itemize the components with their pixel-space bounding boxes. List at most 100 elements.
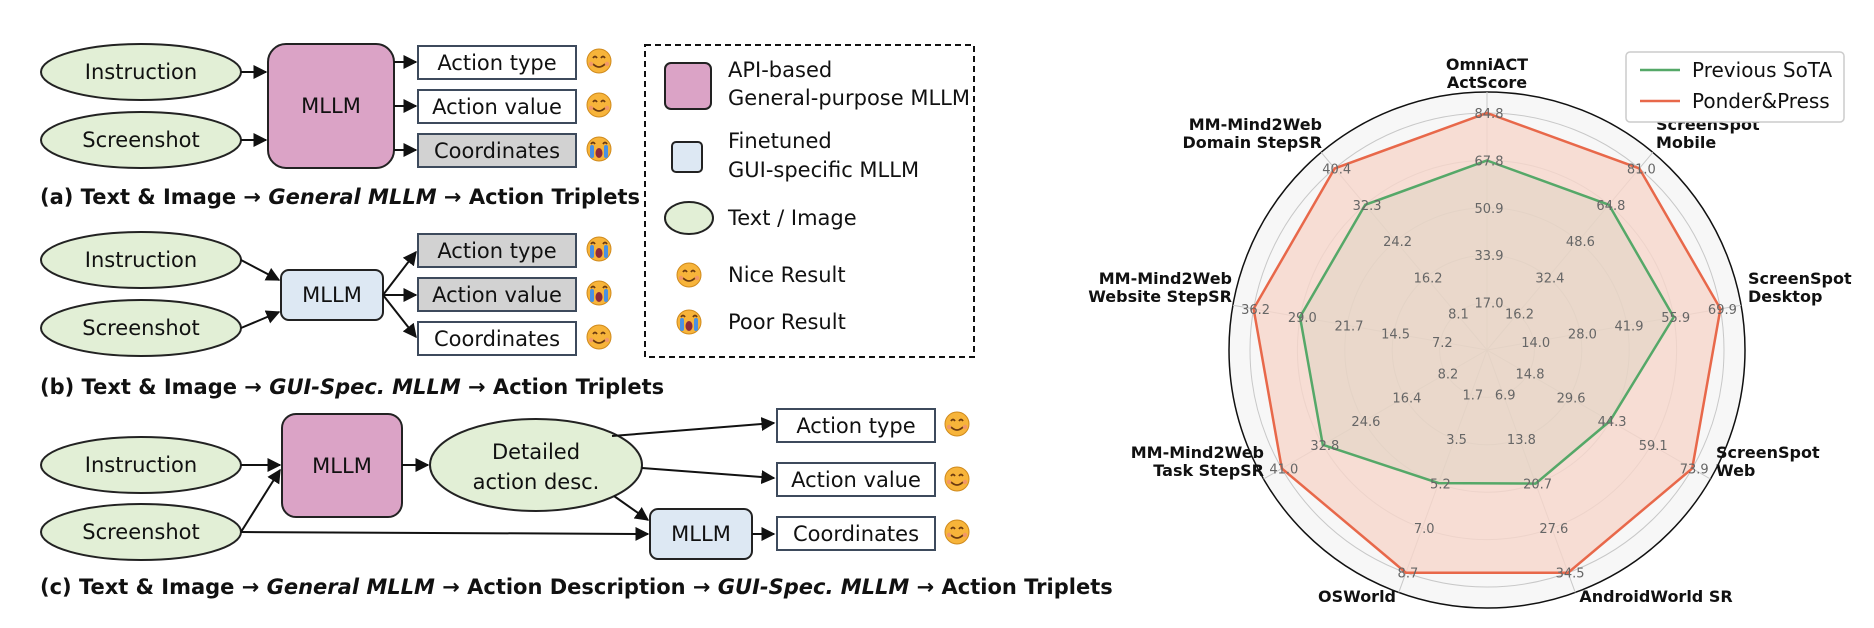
radar-axis-label: Website StepSR	[1088, 287, 1232, 306]
panel-a: Instruction Screenshot MLLM Action type …	[40, 43, 640, 209]
radar-tick-label: 17.0	[1475, 297, 1504, 312]
radar-tick-label: 21.7	[1335, 319, 1364, 334]
radar-tick-label: 29.6	[1557, 391, 1586, 406]
action-type-label: Action type	[796, 414, 915, 438]
radar-tick-label: 8.1	[1448, 308, 1469, 323]
caption-c: (c) Text & Image → General MLLM → Action…	[40, 575, 1113, 599]
radar-axis-label: Task StepSR	[1153, 461, 1264, 480]
radar-tick-label: 55.9	[1661, 311, 1690, 326]
action-type-box	[417, 45, 577, 80]
radar-tick-label: 16.2	[1505, 308, 1534, 323]
radar-tick-label: 44.3	[1598, 415, 1627, 430]
gui-specific-mllm-label: MLLM	[671, 522, 731, 546]
text-image-legend-label: Text / Image	[727, 206, 857, 230]
radar-tick-label: 59.1	[1639, 439, 1668, 454]
finetuned-mllm-legend-label: GUI-specific MLLM	[728, 158, 919, 182]
caption-b: (b) Text & Image → GUI-Spec. MLLM → Acti…	[40, 375, 664, 399]
radar-tick-label: 24.2	[1383, 235, 1412, 250]
text-image-swatch	[664, 201, 714, 235]
radar-tick-label: 50.9	[1475, 202, 1504, 217]
radar-legend-frame	[1625, 51, 1845, 123]
radar-tick-label: 8.2	[1438, 368, 1459, 383]
nice-result-legend-label: Nice Result	[728, 263, 846, 287]
ponder-press-line	[1252, 111, 1722, 574]
radar-tick-label: 13.8	[1507, 433, 1536, 448]
action-type-box	[776, 408, 936, 443]
radar-tick-label: 48.6	[1566, 235, 1595, 250]
nice-result-icon	[944, 519, 970, 545]
arrow	[240, 468, 281, 533]
gui-specific-mllm-label: MLLM	[302, 283, 362, 307]
radar-tick-label: 7.0	[1414, 522, 1435, 537]
radar-tick-label: 29.0	[1288, 311, 1317, 326]
radar-axis-label: Domain StepSR	[1182, 133, 1322, 152]
general-mllm-label: MLLM	[301, 94, 361, 118]
legend-border	[644, 44, 975, 358]
arrow	[382, 294, 417, 339]
radar-tick-label: 6.9	[1495, 389, 1516, 404]
action-value-label: Action value	[432, 95, 562, 119]
radar-axis-label: MM-Mind2Web	[1131, 443, 1264, 462]
arrow	[240, 259, 281, 281]
arrow	[240, 310, 281, 329]
radar-tick-label: 67.8	[1475, 154, 1504, 169]
api-mllm-legend-label: API-based	[728, 58, 832, 82]
radar-tick-label: 14.0	[1521, 336, 1550, 351]
api-mllm-legend-label: General-purpose MLLM	[728, 86, 970, 110]
radar-axis-label: Mobile	[1656, 133, 1716, 152]
screenshot-label: Screenshot	[82, 316, 200, 340]
action-type-box	[417, 233, 577, 268]
detailed-action-desc-label: action desc.	[473, 470, 600, 494]
radar-chart: 17.033.950.967.884.816.232.448.664.881.0…	[1088, 55, 1852, 609]
action-value-box	[776, 462, 936, 497]
finetuned-mllm-swatch	[671, 141, 703, 173]
radar-tick-label: 28.0	[1568, 328, 1597, 343]
radar-axis-label: ScreenSpot	[1748, 269, 1852, 288]
coordinates-label: Coordinates	[434, 139, 560, 163]
nice-result-icon	[586, 48, 612, 74]
panel-b: Instruction Screenshot MLLM Action type …	[40, 231, 664, 399]
radar-tick-label: 27.6	[1539, 522, 1568, 537]
arrow	[641, 467, 776, 485]
screenshot-label: Screenshot	[82, 128, 200, 152]
general-mllm-label: MLLM	[312, 454, 372, 478]
coordinates-box	[417, 321, 577, 356]
radar-tick-label: 1.7	[1462, 389, 1483, 404]
action-type-label: Action type	[437, 239, 556, 263]
nice-result-icon	[944, 411, 970, 437]
action-type-label: Action type	[437, 51, 556, 75]
previous-sota-line	[1298, 159, 1676, 485]
arrow	[382, 250, 417, 296]
detailed-action-desc-label: Detailed	[492, 440, 580, 464]
radar-tick-label: 33.9	[1475, 249, 1504, 264]
action-value-label: Action value	[432, 283, 562, 307]
radar-tick-label: 14.5	[1381, 328, 1410, 343]
radar-tick-label: 81.0	[1627, 162, 1656, 177]
radar-tick-label: 32.4	[1535, 271, 1564, 286]
radar-tick-label: 5.2	[1430, 478, 1451, 493]
radar-axis-label: ActScore	[1447, 73, 1527, 92]
legend-panel: API-based General-purpose MLLM Finetuned…	[644, 44, 975, 358]
prev-sota-legend-label: Previous SoTA	[1692, 58, 1832, 82]
radar-tick-label: 32.3	[1353, 199, 1382, 214]
poor-result-icon	[676, 309, 702, 335]
coordinates-box	[417, 133, 577, 168]
ponder-press-area	[1253, 113, 1721, 573]
action-value-label: Action value	[791, 468, 921, 492]
radar-tick-label: 24.6	[1351, 415, 1380, 430]
radar-axis-label: AndroidWorld SR	[1579, 587, 1732, 606]
finetuned-mllm-legend-label: Finetuned	[728, 129, 832, 153]
coordinates-label: Coordinates	[434, 327, 560, 351]
radar-axis-label: OmniACT	[1446, 55, 1528, 74]
instruction-label: Instruction	[85, 453, 197, 477]
radar-axis-label: Desktop	[1748, 287, 1822, 306]
radar-tick-label: 3.5	[1446, 433, 1467, 448]
poor-result-legend-label: Poor Result	[728, 310, 846, 334]
radar-axis-label: ScreenSpot	[1716, 443, 1820, 462]
instruction-label: Instruction	[85, 248, 197, 272]
arrow	[611, 417, 776, 437]
radar-tick-label: 36.2	[1241, 303, 1270, 318]
radar-tick-label: 16.4	[1392, 391, 1421, 406]
radar-tick-label: 34.5	[1556, 567, 1585, 582]
